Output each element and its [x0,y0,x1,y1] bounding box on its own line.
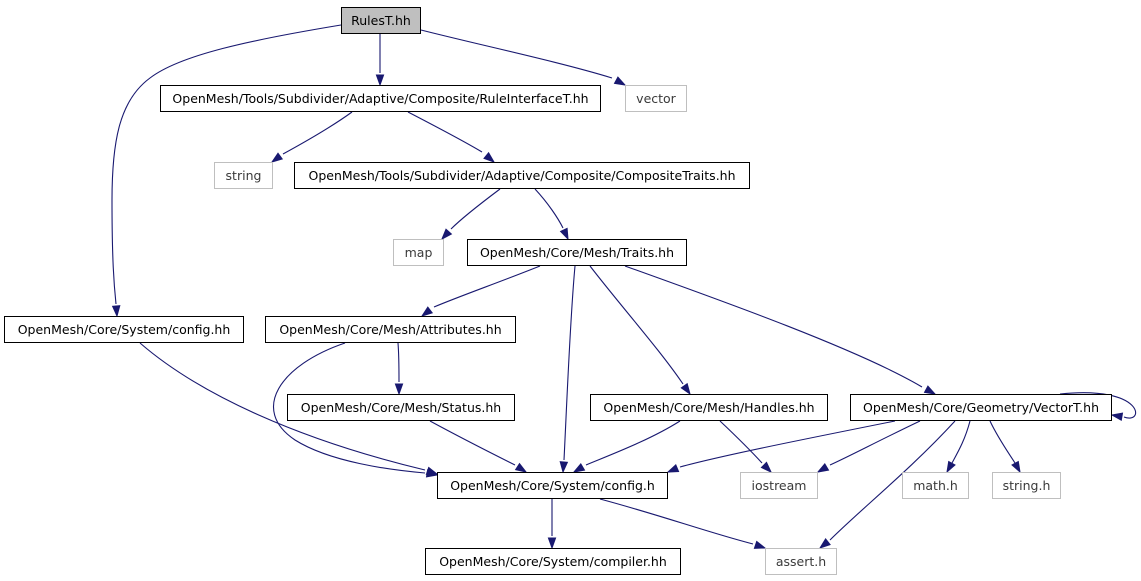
node-compiler-hh[interactable]: OpenMesh/Core/System/compiler.hh [425,548,681,575]
edge-line [624,265,923,388]
edge-line [1059,392,1137,419]
node-status-hh[interactable]: OpenMesh/Core/Mesh/Status.hh [287,394,515,421]
node-config-h[interactable]: OpenMesh/Core/System/config.h [437,472,668,499]
arrowhead-icon [1110,412,1124,421]
edge-attributes-to-status [394,342,404,396]
arrowhead-icon [753,540,767,549]
node-assert-h: assert.h [765,548,837,575]
node-vector: vector [625,85,687,112]
arrowhead-icon [818,538,831,549]
arrowhead-icon [111,305,121,318]
node-string: string [214,162,273,189]
node-attributes-hh[interactable]: OpenMesh/Core/Mesh/Attributes.hh [265,316,516,343]
arrowhead-icon [483,151,496,163]
edge-line [679,420,896,468]
edge-line [989,420,1016,464]
edge-traits-to-config_h [559,265,576,474]
arrowhead-icon [666,463,680,473]
arrowhead-icon [420,306,434,317]
arrowhead-icon [441,228,453,241]
edge-line [719,420,763,464]
edge-handles-to-iostream [719,420,773,474]
edge-line [951,420,971,464]
edge-line [433,265,541,308]
edge-line [589,265,684,385]
edge-line [450,188,501,230]
edge-vectort-to-assert_h [818,420,956,549]
edge-handles-to-config_h [572,420,681,473]
edge-line [563,265,576,461]
node-map: map [393,239,444,266]
arrowhead-icon [394,383,404,396]
arrowhead-icon [559,227,569,241]
edge-line [829,420,956,541]
edge-compositetraits-to-traits [534,188,569,241]
arrowhead-icon [946,460,956,474]
edge-rulest-to-ruleinterface [375,34,385,87]
edge-rulest-to-config_hh [111,24,342,318]
edge-status-to-config_h [429,420,528,473]
edge-line [397,342,400,383]
arrowhead-icon [547,537,557,550]
edge-vectort-to-string_h [989,420,1021,474]
edge-compositetraits-to-map [441,188,501,241]
edge-vectort-to-vectort [1059,392,1137,421]
node-traits-hh[interactable]: OpenMesh/Core/Mesh/Traits.hh [467,239,687,266]
edge-config_h-to-compiler [547,499,557,550]
edge-traits-to-vectort [624,265,937,395]
edge-line [139,342,426,471]
edge-line [407,111,483,153]
arrowhead-icon [680,382,691,396]
edge-line [429,420,516,466]
arrowhead-icon [613,76,627,86]
node-string-h: string.h [992,472,1061,499]
edge-line [829,420,921,466]
edge-vectort-to-config_h [666,420,896,473]
arrowhead-icon [760,461,773,474]
arrowhead-icon [816,463,830,473]
edge-line [599,498,754,545]
node-math-h: math.h [902,472,969,499]
arrowhead-icon [559,461,569,474]
edge-ruleinterface-to-compositetraits [407,111,496,163]
edge-config_h-to-assert_h [599,498,767,549]
arrowhead-icon [923,385,937,395]
edge-traits-to-handles [589,265,691,396]
edge-line [585,420,681,466]
arrowhead-icon [514,462,528,473]
edge-line [111,24,342,305]
arrowhead-icon [425,469,439,478]
edge-line [420,29,613,79]
node-iostream: iostream [740,472,818,499]
edge-line [282,111,353,155]
edge-line [534,188,564,229]
edge-traits-to-attributes [420,265,541,317]
arrowhead-icon [1011,460,1021,474]
node-config-hh[interactable]: OpenMesh/Core/System/config.hh [4,316,244,343]
edge-rulest-to-vector [420,29,627,86]
node-rulest-hh[interactable]: RulesT.hh [341,7,421,34]
node-vectort-hh[interactable]: OpenMesh/Core/Geometry/VectorT.hh [850,394,1112,421]
node-handles-hh[interactable]: OpenMesh/Core/Mesh/Handles.hh [590,394,828,421]
arrowhead-icon [375,74,385,87]
node-compositetraits-hh[interactable]: OpenMesh/Tools/Subdivider/Adaptive/Compo… [294,162,750,189]
arrowhead-icon [270,152,284,163]
edge-vectort-to-iostream [816,420,921,473]
edge-line [273,342,426,474]
edge-attributes-to-config_h [273,342,439,478]
edge-vectort-to-math_h [946,420,971,474]
edge-ruleinterface-to-string [270,111,353,163]
arrowhead-icon [572,463,586,473]
node-ruleinterfacet-hh[interactable]: OpenMesh/Tools/Subdivider/Adaptive/Compo… [160,85,601,112]
